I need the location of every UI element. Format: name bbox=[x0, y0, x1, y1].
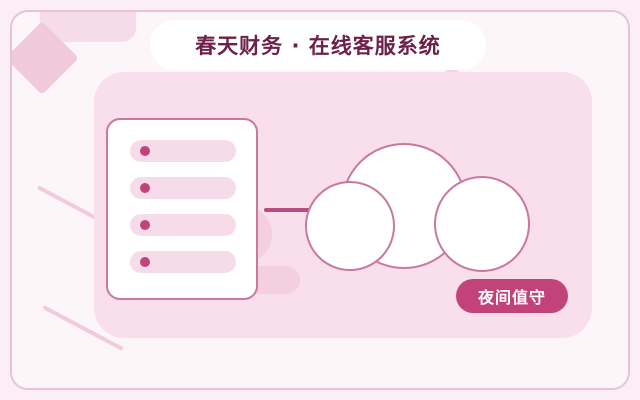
bullet-dot bbox=[140, 146, 150, 156]
cloud-lobe-right bbox=[434, 176, 530, 272]
page-title-text: 春天财务 · 在线客服系统 bbox=[195, 34, 441, 58]
page-title: 春天财务 · 在线客服系统 bbox=[150, 20, 486, 70]
connector-line bbox=[264, 208, 330, 212]
bullet-dot bbox=[140, 257, 150, 267]
list-row bbox=[130, 214, 236, 236]
list-row bbox=[130, 177, 236, 199]
status-badge: 夜间值守 bbox=[456, 279, 568, 313]
bullet-dot bbox=[140, 220, 150, 230]
list-row bbox=[130, 251, 236, 273]
cloud-lobe-left bbox=[305, 181, 395, 271]
list-card-icon bbox=[106, 118, 258, 300]
list-row bbox=[130, 140, 236, 162]
status-badge-label: 夜间值守 bbox=[477, 288, 546, 307]
bullet-dot bbox=[140, 183, 150, 193]
